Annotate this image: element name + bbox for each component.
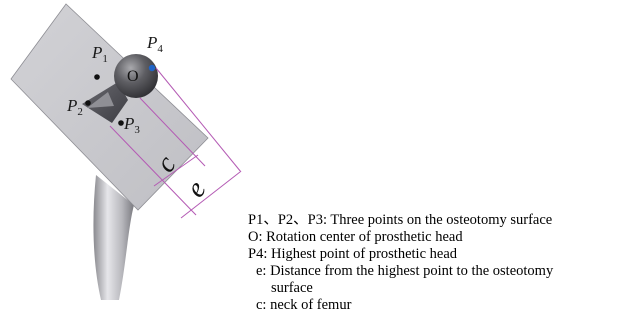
extension-line-low xyxy=(109,125,197,216)
point-p2-marker xyxy=(85,100,91,106)
point-p4-label: P4 xyxy=(146,33,163,55)
neck-cut-face xyxy=(87,92,114,108)
extension-line-top xyxy=(155,67,242,173)
extension-line-mid xyxy=(139,97,206,167)
legend-line-points: P1、P2、P3: Three points on the osteotomy … xyxy=(248,212,553,228)
point-p4-marker xyxy=(148,64,156,72)
legend-line-distance-cont: surface xyxy=(271,280,313,296)
legend-line-distance: e: Distance from the highest point to th… xyxy=(256,263,554,279)
dimension-e-line xyxy=(180,171,241,219)
legend: P1、P2、P3: Three points on the osteotomy … xyxy=(248,212,633,314)
femur-shaft xyxy=(93,175,134,300)
legend-line-neck: c: neck of femur xyxy=(256,297,352,313)
point-p2-label: P2 xyxy=(66,96,83,118)
point-p3-marker xyxy=(118,120,124,126)
dimension-lines xyxy=(109,67,242,219)
point-p1-label: P1 xyxy=(91,43,108,65)
dimension-e-label: e xyxy=(180,175,213,202)
center-label: O xyxy=(127,68,139,85)
legend-line-highest: P4: Highest point of prosthetic head xyxy=(248,246,458,262)
point-p3-label: P3 xyxy=(123,114,140,136)
dimension-c-line xyxy=(153,154,199,187)
point-p1-marker xyxy=(94,74,100,80)
legend-line-center: O: Rotation center of prosthetic head xyxy=(248,229,463,245)
prosthetic-head xyxy=(114,54,158,98)
